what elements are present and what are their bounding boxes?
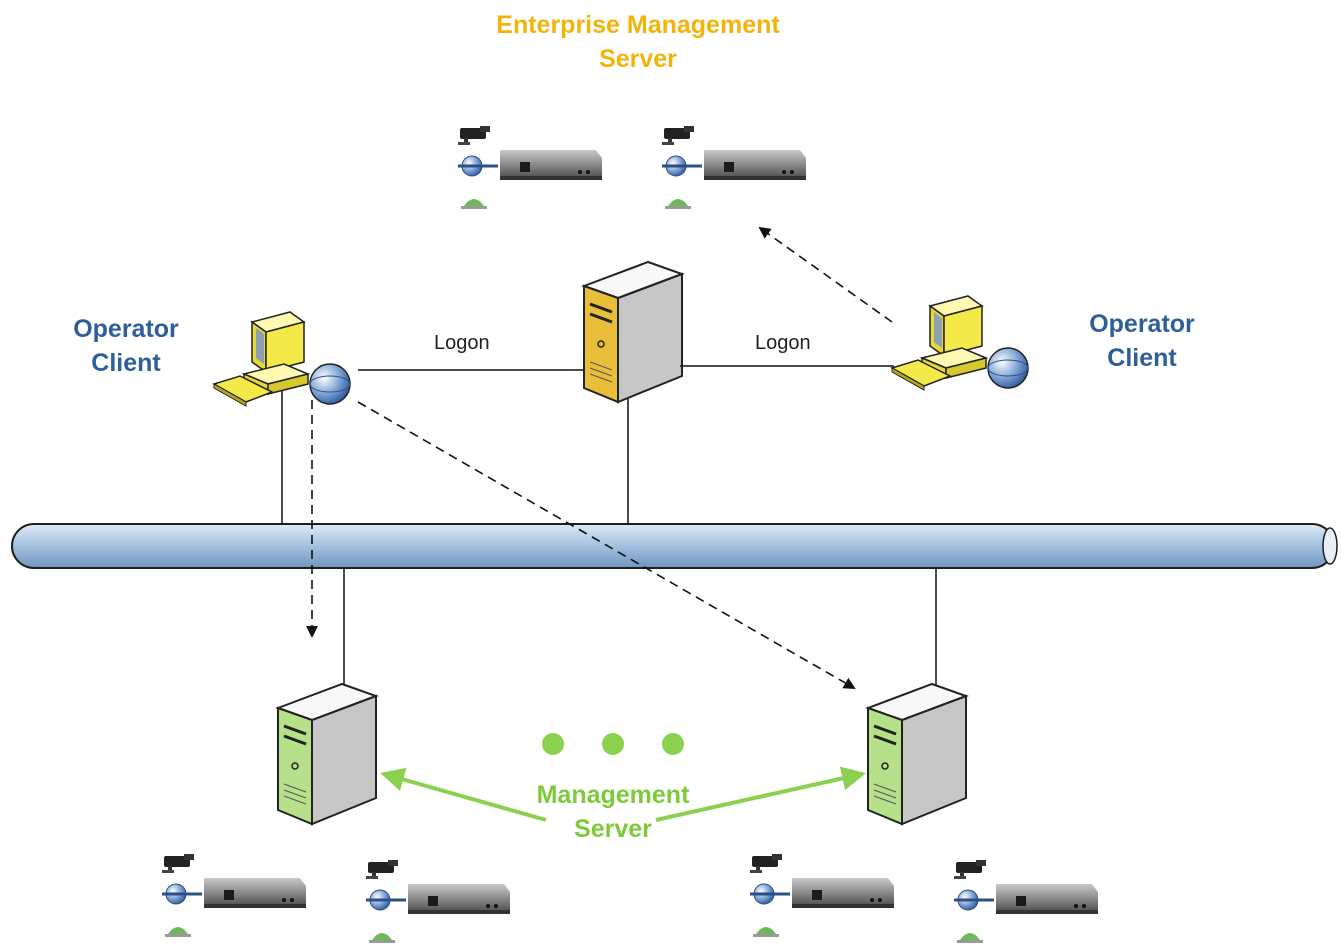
green-arrow-right [655, 766, 866, 822]
network-bus [11, 523, 1338, 569]
dashed-arrow-diagonal [357, 401, 856, 689]
management-server-icon [276, 682, 378, 826]
camera-encoder-decoder-group-icon [364, 858, 512, 945]
enterprise-management-server-label: Enterprise Management Server [496, 11, 780, 73]
operator-client-label-right: Operator Client [1089, 310, 1195, 372]
operator-workstation-icon [891, 295, 1029, 391]
enterprise-server-icon [582, 260, 684, 404]
camera-encoder-decoder-group-icon [748, 852, 896, 939]
management-server-label: Management Server [536, 781, 690, 843]
camera-encoder-decoder-group-icon [456, 124, 604, 211]
connection-lines [281, 365, 937, 686]
green-arrow-left [380, 767, 547, 822]
camera-encoder-decoder-group-icon [660, 124, 808, 211]
management-arrows [380, 766, 866, 822]
logon-label-left: Logon [434, 332, 490, 354]
camera-encoder-decoder-group-icon [160, 852, 308, 939]
dashed-arrow-up-right [758, 226, 893, 323]
dashed-arrows [306, 226, 893, 689]
camera-encoder-decoder-group-icon [952, 858, 1100, 945]
logon-label-right: Logon [755, 332, 811, 354]
ellipsis-dots [542, 733, 684, 755]
operator-client-label-left: Operator Client [73, 315, 179, 377]
management-server-icon [866, 682, 968, 826]
